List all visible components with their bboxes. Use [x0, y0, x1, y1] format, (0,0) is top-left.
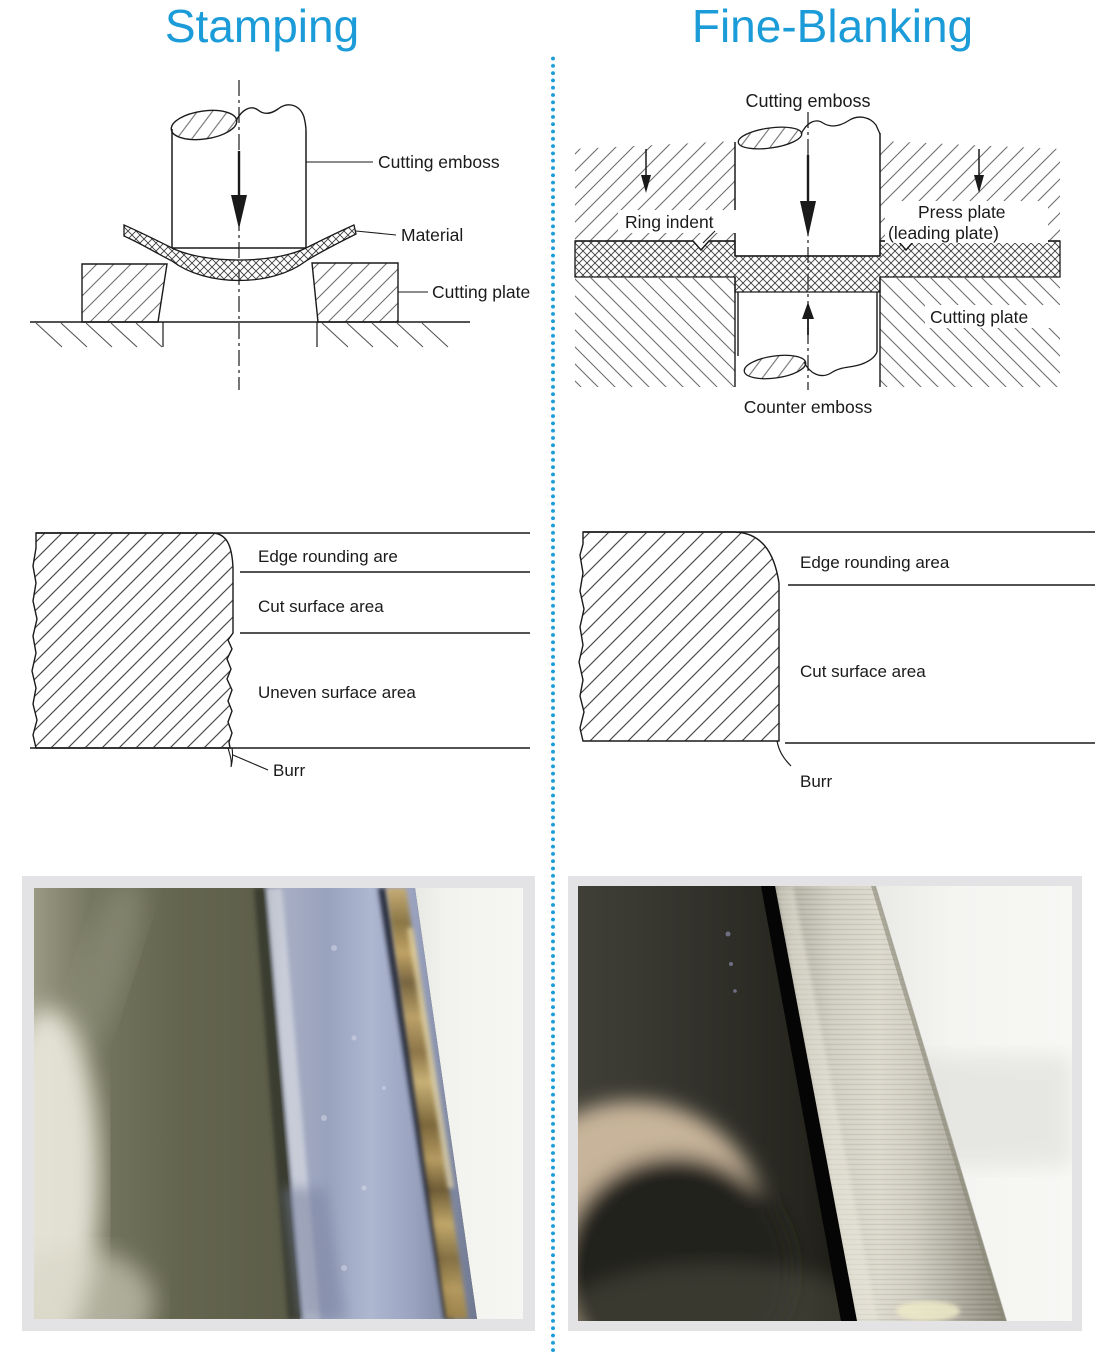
ground-base: [30, 321, 470, 348]
stamping-profile-labels: Edge rounding are Cut surface area Uneve…: [232, 547, 416, 780]
counter-arrow-up-icon: [802, 302, 814, 335]
burr-streak: [386, 888, 468, 1319]
burr-spike: [227, 747, 234, 768]
fine-blanked-edge-photo: [578, 886, 1072, 1321]
press-plate-sub-label: (leading plate): [888, 223, 999, 243]
material-strip: [123, 223, 357, 282]
fine-blanking-labels: Cutting emboss Ring indent Press plate (…: [618, 91, 1063, 417]
dotted-divider: [550, 55, 556, 1352]
stamping-edge-profile: Edge rounding are Cut surface area Uneve…: [30, 532, 530, 780]
stamping-process-diagram: Cutting emboss Material Cutting plate: [30, 80, 530, 390]
press-arrow-left-icon: [641, 149, 651, 193]
counter-emboss-label: Counter emboss: [744, 397, 873, 417]
edge-rounding-label: Edge rounding are: [258, 547, 398, 566]
surface-grain: [321, 945, 386, 1271]
stamping-labels: Cutting emboss Material Cutting plate: [306, 152, 530, 302]
burr-label: Burr: [273, 761, 305, 780]
edge-rounding-label: Edge rounding area: [800, 553, 950, 572]
material-label: Material: [401, 225, 463, 245]
burr-spike: [776, 740, 792, 767]
cutting-plate-label: Cutting plate: [432, 282, 530, 302]
cut-surface-label: Cut surface area: [258, 597, 384, 616]
dust-specks: [725, 931, 737, 993]
force-arrow-down-icon: [800, 155, 816, 237]
fine-blanking-edge-profile: Edge rounding area Cut surface area Burr: [578, 531, 1095, 791]
burr-label: Burr: [800, 772, 832, 791]
cut-surface-label: Cut surface area: [800, 662, 926, 681]
background-white: [415, 888, 523, 1319]
uneven-surface-label: Uneven surface area: [258, 683, 416, 702]
cut-part-section: [578, 531, 792, 767]
fine-blanked-edge-photo-frame: [568, 876, 1082, 1331]
press-plate-label: Press plate: [918, 202, 1006, 222]
cutting-plate-label: Cutting plate: [930, 307, 1028, 327]
punch-cutting-emboss: [170, 104, 307, 249]
press-arrow-right-icon: [974, 149, 984, 193]
fine-blanking-title: Fine-Blanking: [691, 0, 974, 52]
fine-blanking-process-diagram: Cutting emboss Ring indent Press plate (…: [574, 91, 1063, 417]
cutting-emboss-label: Cutting emboss: [378, 152, 500, 172]
edge-shadow: [761, 886, 857, 1321]
fine-blanking-profile-labels: Edge rounding area Cut surface area Burr: [800, 553, 950, 791]
highlight-blur: [34, 1008, 100, 1319]
stamped-edge-photo-frame: [22, 876, 535, 1331]
ring-indent-label: Ring indent: [625, 212, 714, 232]
cutting-plate-die: [575, 277, 1060, 387]
striations: [775, 886, 1006, 1321]
stamped-edge-photo: [34, 888, 523, 1319]
cut-part-section: [31, 532, 234, 768]
stamping-title: Stamping: [164, 0, 360, 52]
counter-emboss: [737, 292, 878, 380]
force-arrow-down-icon: [231, 151, 247, 229]
cutting-emboss-label: Cutting emboss: [745, 91, 870, 111]
